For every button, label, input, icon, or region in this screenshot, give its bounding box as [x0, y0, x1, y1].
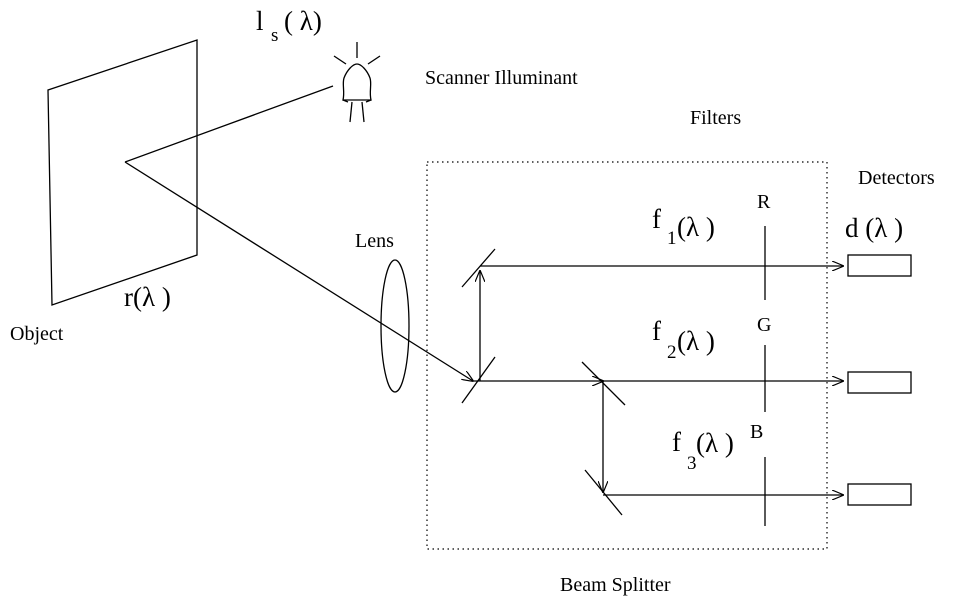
svg-text:3: 3 [687, 453, 697, 474]
beam-splitter-box [426, 161, 828, 550]
svg-text:( λ): ( λ) [284, 6, 322, 36]
illumination-ray [124, 85, 334, 163]
filter-2-label: f 2 (λ ) G [652, 314, 771, 363]
svg-text:1: 1 [667, 228, 677, 249]
detector-function-label: d (λ ) [845, 213, 903, 243]
lamp-icon [333, 42, 381, 123]
filter-1-label: f 1 (λ ) R [652, 191, 771, 249]
mirror-top [461, 248, 496, 288]
detectors-label: Detectors [858, 167, 935, 189]
svg-text:B: B [750, 421, 763, 443]
beam-splitter-label: Beam Splitter [560, 574, 671, 596]
object-plane [47, 39, 198, 306]
detector-red [847, 254, 912, 277]
svg-text:f: f [652, 204, 661, 234]
svg-text:2: 2 [667, 342, 677, 363]
svg-text:G: G [757, 314, 771, 336]
reflectance-label: r(λ ) [124, 282, 171, 312]
lens-element [380, 259, 410, 393]
svg-text:f: f [672, 427, 681, 457]
lens-label: Lens [355, 230, 394, 252]
svg-text:f: f [652, 316, 661, 346]
svg-text:(λ ): (λ ) [696, 428, 734, 458]
filters-label: Filters [690, 107, 741, 129]
detector-blue [847, 483, 912, 506]
svg-text:(λ ): (λ ) [677, 212, 715, 242]
object-label: Object [10, 323, 64, 345]
mirror-splitter-1 [461, 356, 496, 404]
detector-green [847, 371, 912, 394]
svg-text:l: l [256, 6, 264, 36]
filter-3-label: f 3 (λ ) B [672, 421, 763, 474]
illuminant-label: l s ( λ) [256, 6, 322, 46]
reflected-ray [124, 161, 473, 381]
scanner-illuminant-label: Scanner Illuminant [425, 67, 578, 89]
svg-text:R: R [757, 191, 771, 213]
svg-text:(λ ): (λ ) [677, 326, 715, 356]
svg-text:s: s [271, 25, 278, 46]
